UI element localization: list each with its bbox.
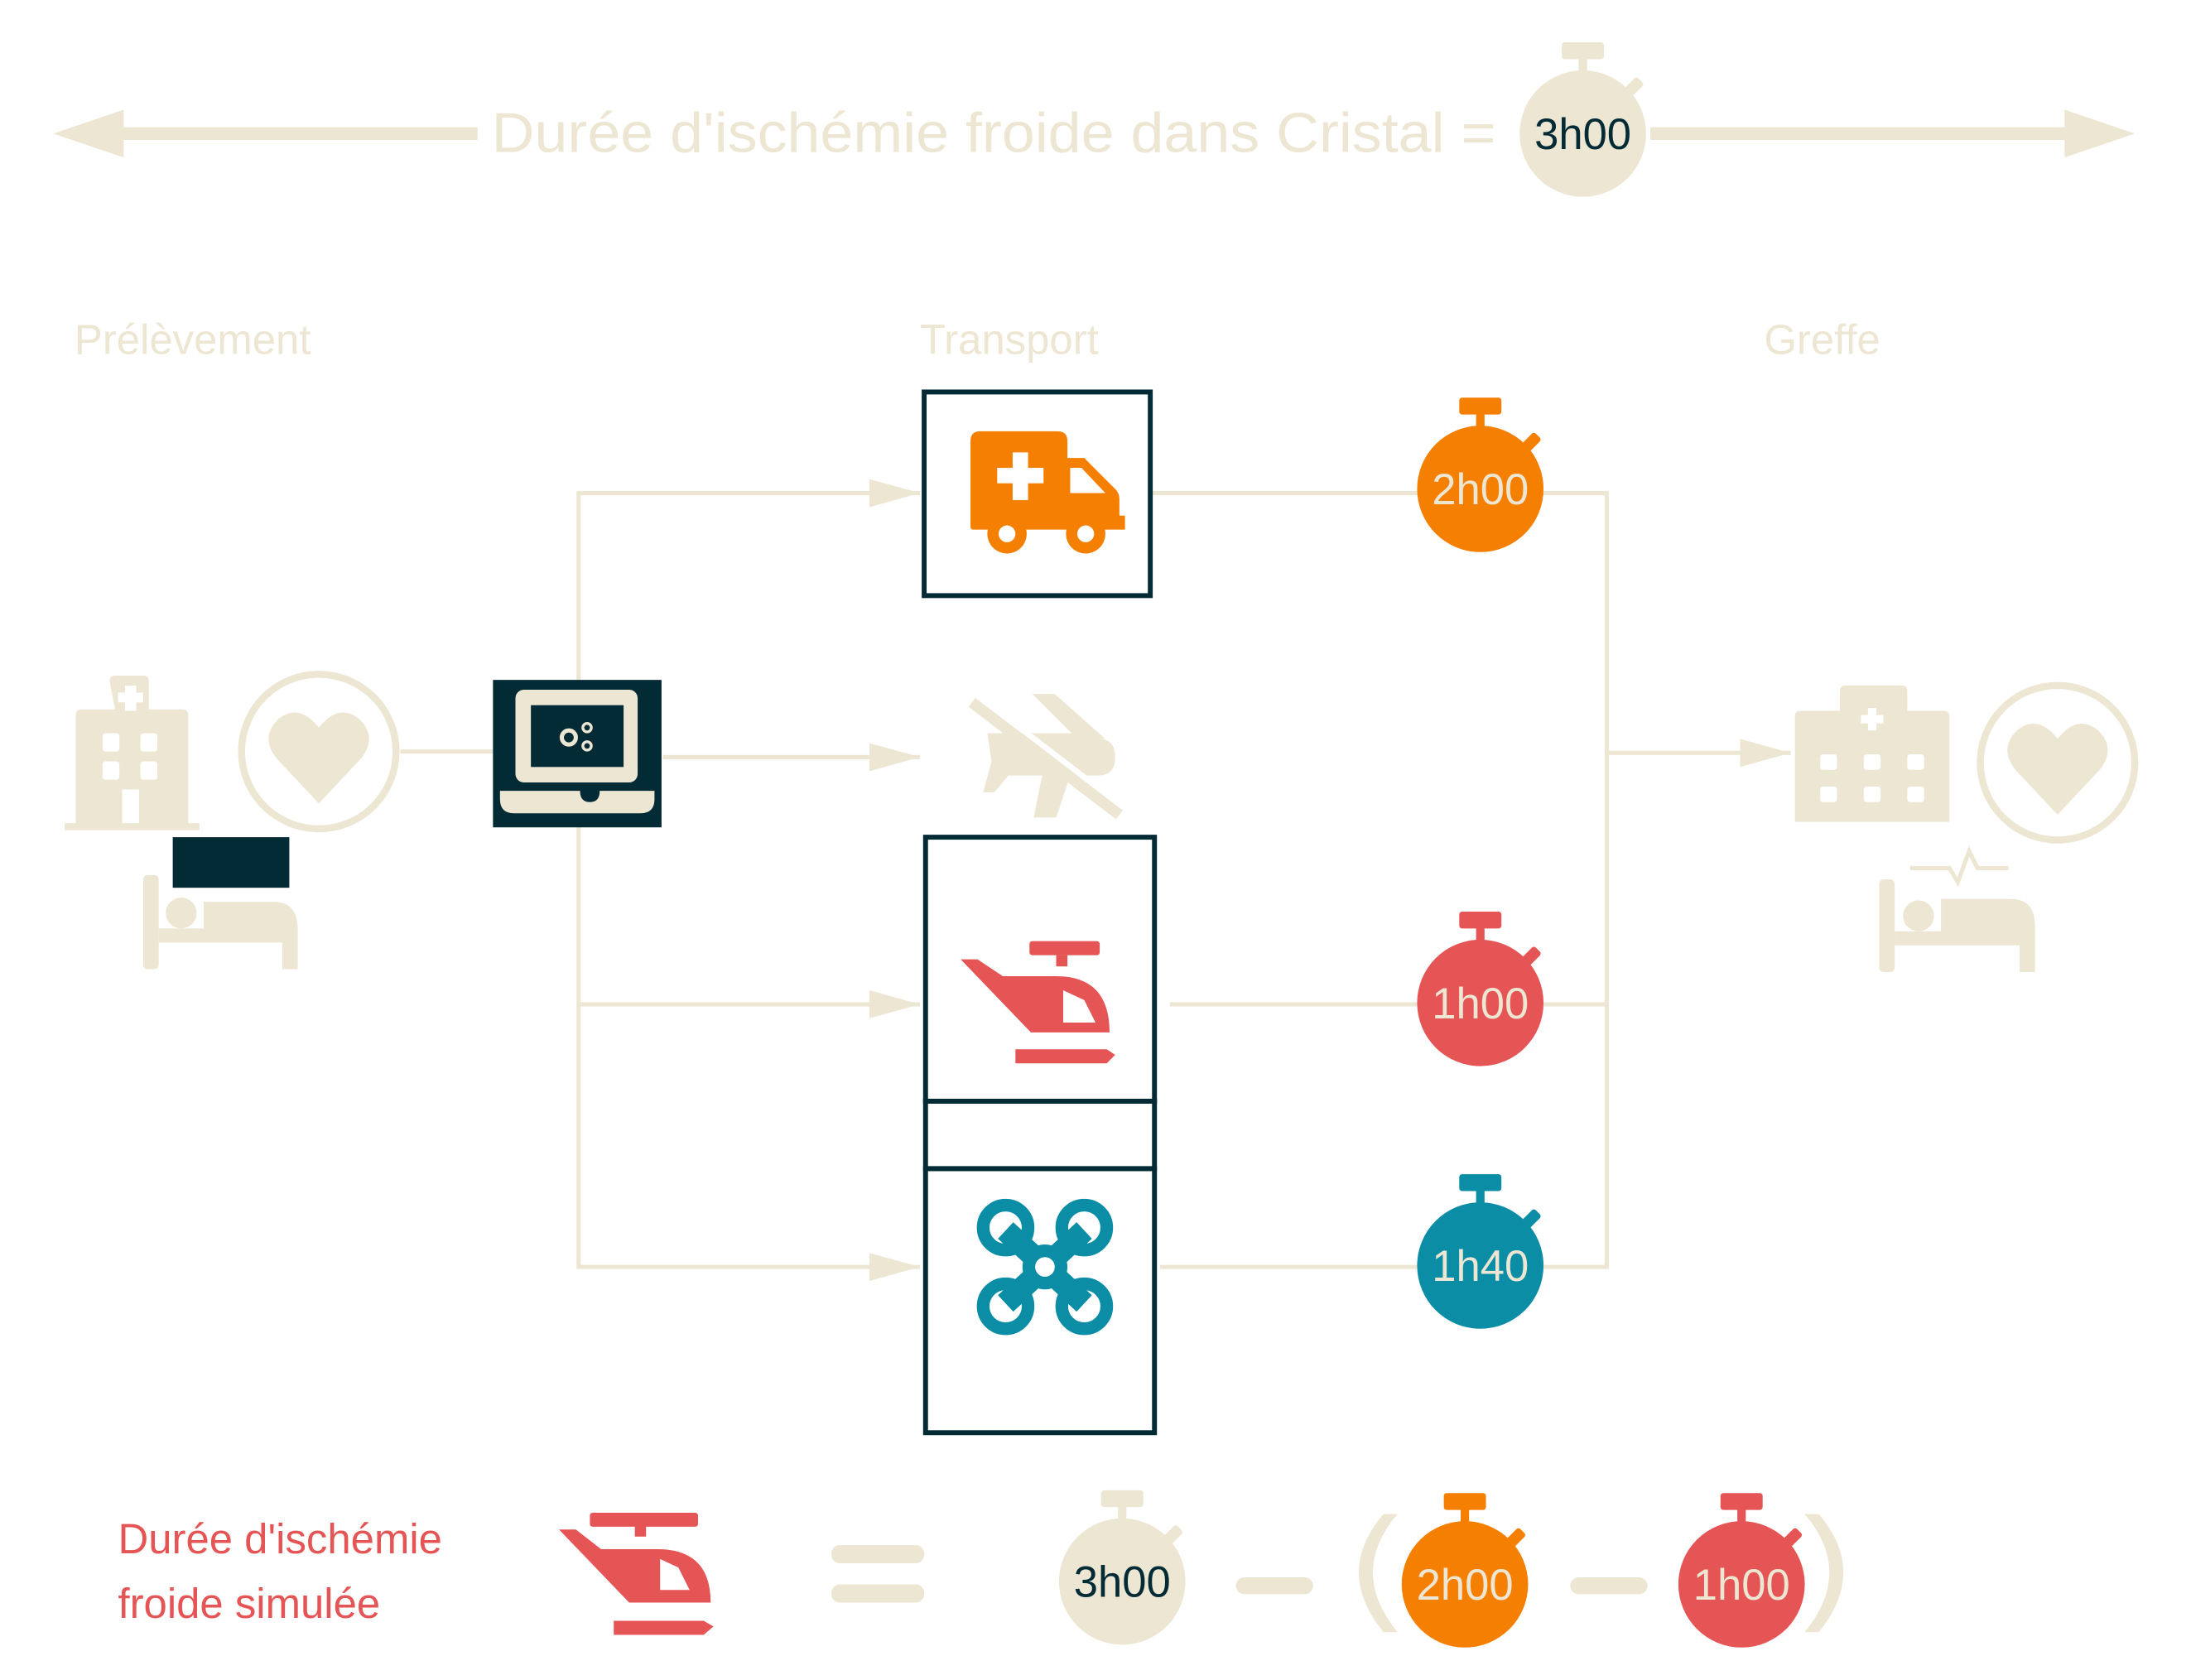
ambulance-time: 2h00 — [1432, 465, 1529, 514]
recipient-bed-icon — [1879, 845, 2035, 972]
ambulance-box[interactable] — [922, 389, 1153, 599]
destination-heart-circle-icon — [1977, 681, 2139, 844]
plane-off-icon — [968, 689, 1130, 820]
column-label-middle: Transport — [920, 316, 1099, 363]
formula-label-line2: froide simulée — [118, 1580, 380, 1627]
helicopter-icon — [961, 941, 1115, 1064]
header-title: Durée d'ischémie froide dans Cristal = — [492, 102, 1496, 164]
connectors — [400, 479, 1791, 1282]
drone-timer: 1h40 — [1417, 1174, 1544, 1329]
computer-simulation-icon — [493, 680, 662, 828]
hospital-icon — [65, 676, 200, 830]
helicopter-timer: 1h00 — [1417, 912, 1544, 1066]
formula-ambulance-timer: 2h00 — [1401, 1493, 1529, 1648]
patient-bed-icon — [143, 874, 298, 970]
formula-helicopter-timer: 1h00 — [1678, 1493, 1805, 1648]
open-parenthesis — [1359, 1514, 1398, 1633]
minus-sign — [1235, 1577, 1313, 1595]
header-arrow — [53, 109, 2136, 158]
destination-hospital-icon — [1794, 685, 1950, 822]
formula-helicopter-time: 1h00 — [1693, 1561, 1790, 1610]
formula-total: 3h00 — [1074, 1558, 1171, 1607]
formula-label-line1: Durée d'ischémie — [118, 1515, 441, 1562]
equals-sign — [831, 1544, 925, 1603]
column-label-left: Prélèvement — [75, 316, 311, 363]
drone-icon — [976, 1198, 1114, 1336]
heart-circle-icon — [238, 671, 400, 833]
minus-sign-2 — [1570, 1577, 1648, 1595]
header-total-time: 3h00 — [1534, 110, 1631, 159]
formula-helicopter-icon — [559, 1512, 714, 1635]
close-parenthesis — [1804, 1514, 1844, 1633]
formula-ambulance-time: 2h00 — [1417, 1561, 1514, 1610]
column-label-right: Greffe — [1764, 316, 1880, 363]
formula-total-timer: 3h00 — [1058, 1490, 1186, 1645]
stopwatch-icon: 3h00 — [1519, 42, 1646, 197]
drone-box[interactable] — [922, 1166, 1158, 1436]
empty-box — [922, 1099, 1158, 1172]
redacted-block — [172, 837, 290, 888]
ambulance-icon — [970, 431, 1125, 554]
ambulance-timer: 2h00 — [1417, 397, 1544, 552]
helicopter-time: 1h00 — [1432, 980, 1529, 1028]
drone-time: 1h40 — [1432, 1242, 1529, 1291]
